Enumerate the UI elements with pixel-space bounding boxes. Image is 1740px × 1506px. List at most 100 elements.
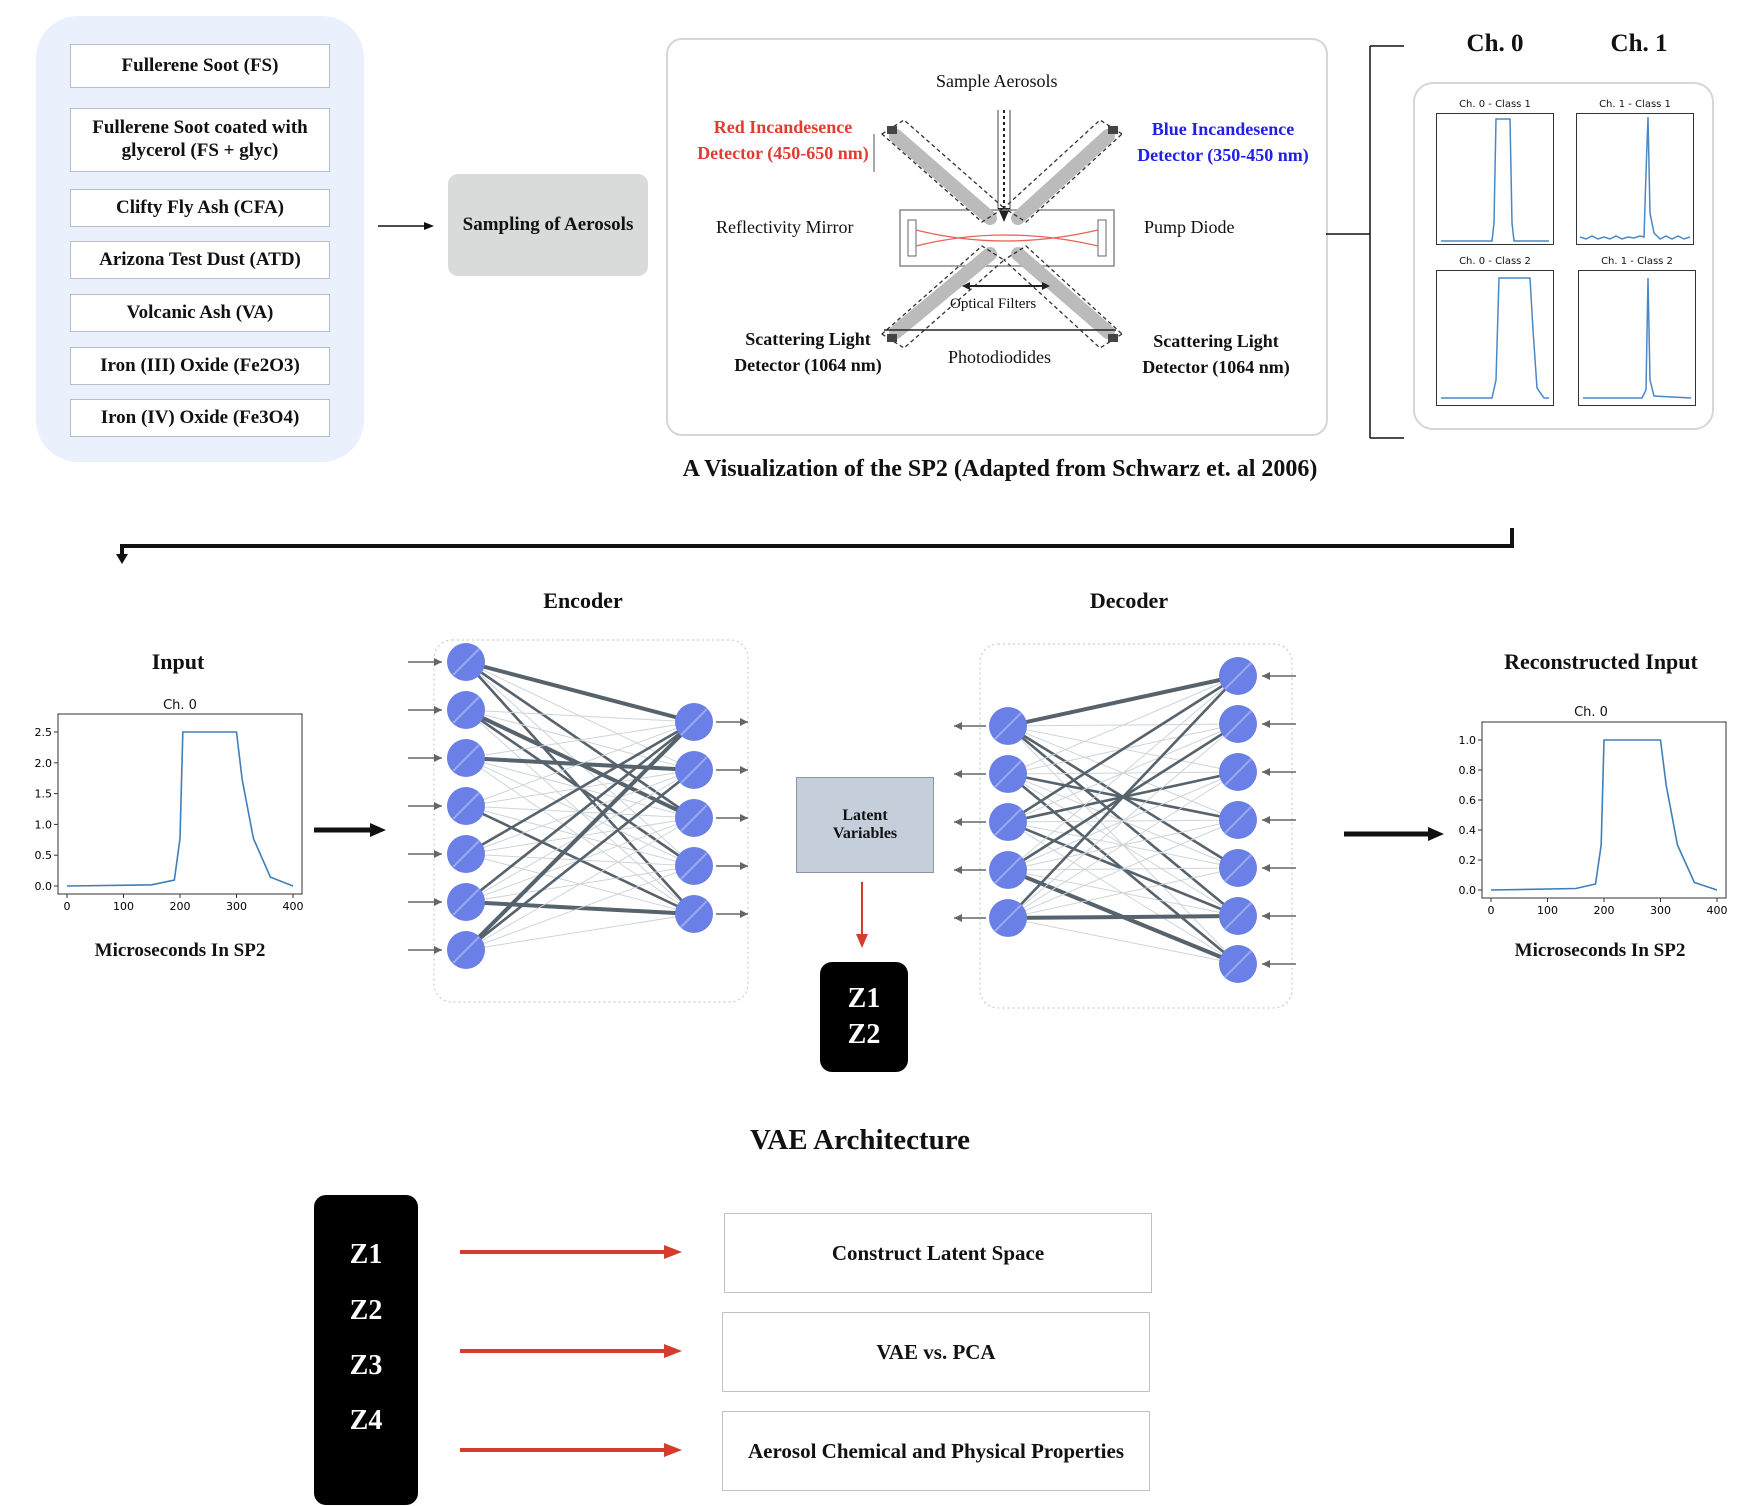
node-arrowhead	[434, 898, 442, 906]
node-arrowhead	[954, 866, 962, 874]
red-detector-label: Red Incandesence Detector (450-650 nm)	[697, 117, 869, 164]
input-to-encoder-arrow	[314, 823, 386, 837]
thumb-title: Ch. 0 - Class 1	[1459, 99, 1531, 110]
blue-detector-label: Blue Incandesence Detector (350-450 nm)	[1137, 119, 1309, 166]
network-edge	[465, 660, 695, 724]
sample-item: Arizona Test Dust (ATD)	[70, 241, 330, 279]
reconstructed-plot-title: Ch. 0	[1574, 705, 1608, 720]
decoder-network	[954, 643, 1296, 1009]
node-arrowhead	[740, 814, 748, 822]
network-edge	[465, 709, 695, 723]
network-edge	[1007, 867, 1239, 919]
encoder-network	[408, 639, 749, 1003]
decoder-to-output-arrow	[1344, 827, 1444, 841]
latent-item: Z3	[349, 1350, 383, 1381]
node-arrowhead	[434, 946, 442, 954]
thumb-plot-ch1-class1	[1576, 113, 1694, 245]
thumb-title: Ch. 1 - Class 2	[1601, 256, 1673, 267]
x-tick-label: 300	[1650, 904, 1671, 917]
y-tick-label: 1.5	[35, 788, 53, 801]
node-arrowhead	[1262, 720, 1270, 728]
y-tick-label: 0.0	[35, 880, 53, 893]
node-highlight	[452, 696, 480, 724]
sampling-box: Sampling of Aerosols	[448, 174, 648, 276]
reconstructed-x-label: Microseconds In SP2	[1514, 940, 1686, 961]
latent-item: Z2	[349, 1295, 383, 1326]
x-tick-label: 100	[113, 900, 134, 913]
node-highlight	[680, 900, 708, 928]
x-tick-label: 200	[1594, 904, 1615, 917]
network-edge	[464, 720, 696, 952]
node-highlight	[1224, 902, 1252, 930]
reconstructed-input-heading: Reconstructed Input	[1504, 649, 1698, 674]
node-highlight	[994, 760, 1022, 788]
node-arrowhead	[434, 802, 442, 810]
node-arrowhead	[434, 850, 442, 858]
task-vae-vs-pca: VAE vs. PCA	[722, 1312, 1150, 1392]
network-edge	[1007, 917, 1239, 965]
return-arrow	[116, 528, 1514, 564]
encoder-heading: Encoder	[543, 588, 623, 613]
x-tick-label: 200	[170, 900, 191, 913]
network-edge	[1007, 674, 1239, 824]
sp2-drawing	[873, 110, 1124, 349]
sample-list-panel	[36, 16, 364, 462]
node-arrowhead	[1262, 768, 1270, 776]
y-tick-label: 0.0	[1459, 884, 1477, 897]
y-tick-label: 1.0	[35, 818, 53, 831]
flow-arrow	[378, 222, 434, 230]
optical-filters-label: Optical Filters	[950, 296, 1037, 312]
sample-item: Fullerene Soot (FS)	[70, 44, 330, 88]
node-highlight	[1224, 854, 1252, 882]
node-highlight	[452, 936, 480, 964]
node-highlight	[452, 744, 480, 772]
thumb-plot-ch0-class1	[1436, 113, 1554, 245]
plot-frame	[57, 713, 303, 895]
node-arrowhead	[434, 754, 442, 762]
network-edge	[465, 720, 695, 856]
photodiodes-label: Photodiodides	[948, 347, 1052, 367]
latent-down-arrow	[856, 882, 868, 948]
decoder-heading: Decoder	[1089, 588, 1169, 613]
y-tick-label: 0.6	[1459, 794, 1477, 807]
node-highlight	[680, 852, 708, 880]
network-edge	[1007, 914, 1239, 920]
node-arrowhead	[1262, 960, 1270, 968]
x-tick-label: 0	[1488, 904, 1495, 917]
scatter-detector-right-label: Scattering Light Detector (1064 nm)	[1142, 331, 1290, 378]
x-tick-label: 0	[64, 900, 71, 913]
task-construct-latent-space: Construct Latent Space	[724, 1213, 1152, 1293]
node-arrowhead	[740, 910, 748, 918]
network-edge	[465, 721, 695, 759]
latent-item: Z1	[349, 1239, 383, 1270]
node-highlight	[680, 804, 708, 832]
node-highlight	[1224, 662, 1252, 690]
input-plot-title: Ch. 0	[163, 698, 197, 713]
network-edge	[465, 865, 695, 951]
sample-item: Volcanic Ash (VA)	[70, 294, 330, 332]
node-highlight	[1224, 950, 1252, 978]
node-arrowhead	[1262, 912, 1270, 920]
node-arrowhead	[434, 706, 442, 714]
node-arrowhead	[740, 718, 748, 726]
node-highlight	[1224, 710, 1252, 738]
node-highlight	[452, 792, 480, 820]
x-tick-label: 400	[1707, 904, 1728, 917]
ch0-header: Ch. 0	[1466, 30, 1524, 57]
node-highlight	[680, 756, 708, 784]
network-edge	[1007, 675, 1239, 919]
y-tick-label: 0.4	[1459, 824, 1477, 837]
node-arrowhead	[954, 914, 962, 922]
sample-item: Iron (III) Oxide (Fe2O3)	[70, 347, 330, 385]
network-edge	[1007, 675, 1239, 871]
thumb-title: Ch. 1 - Class 1	[1599, 99, 1671, 110]
node-arrowhead	[740, 862, 748, 870]
y-tick-label: 0.5	[35, 849, 53, 862]
sample-item: Fullerene Soot coated with glycerol (FS …	[70, 108, 330, 172]
x-tick-label: 300	[226, 900, 247, 913]
thumb-title: Ch. 0 - Class 2	[1459, 256, 1531, 267]
sample-aerosols-label: Sample Aerosols	[936, 71, 1058, 91]
node-highlight	[994, 712, 1022, 740]
input-x-label: Microseconds In SP2	[94, 940, 266, 961]
